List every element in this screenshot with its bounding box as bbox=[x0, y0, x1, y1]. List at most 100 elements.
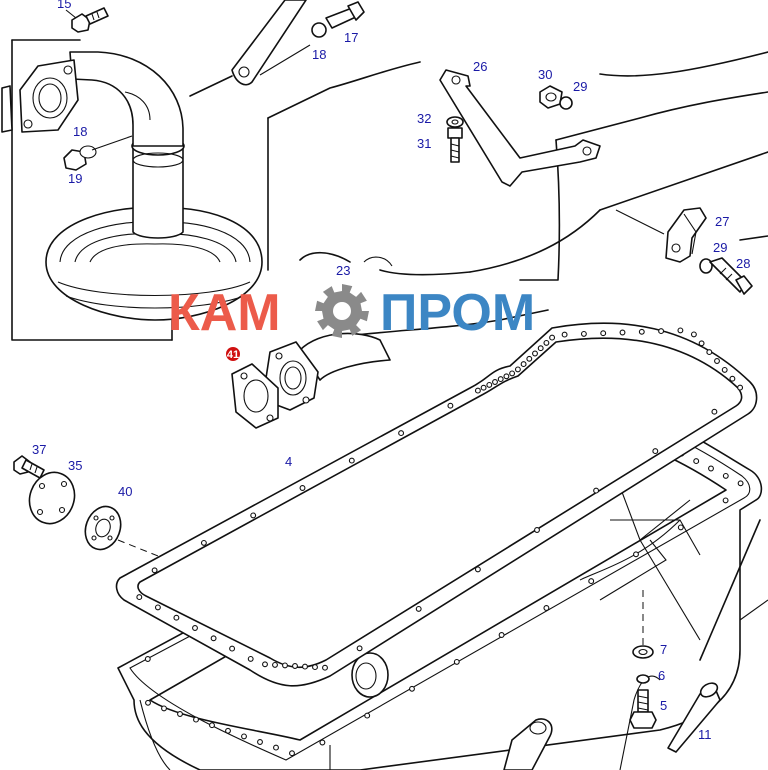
callout-30: 30 bbox=[538, 67, 552, 82]
callout-4: 4 bbox=[285, 454, 292, 469]
bolt-hole bbox=[209, 722, 215, 729]
bolt-hole bbox=[292, 663, 298, 669]
bolt-hole bbox=[273, 744, 279, 751]
bolt-hole bbox=[173, 614, 180, 621]
bolt-hole bbox=[398, 430, 405, 437]
bolt-hole bbox=[652, 448, 659, 455]
bolt-hole bbox=[312, 664, 318, 671]
callout-40: 40 bbox=[118, 484, 132, 499]
bolt-hole bbox=[177, 711, 183, 717]
bracket-26 bbox=[439, 69, 601, 187]
bolt-hole bbox=[537, 345, 544, 352]
cover-plate-35 bbox=[28, 471, 76, 525]
bolt-hole bbox=[289, 750, 295, 757]
bolt-hole bbox=[658, 328, 665, 335]
bolt-hole bbox=[729, 375, 736, 382]
bolt-hole bbox=[721, 366, 728, 373]
nut-29-clip bbox=[699, 258, 713, 274]
bolt-hole bbox=[520, 361, 527, 368]
bolt-hole bbox=[447, 402, 454, 409]
clip-27 bbox=[665, 207, 707, 263]
bolt-hole bbox=[600, 330, 607, 337]
bolt-hole bbox=[225, 727, 231, 734]
callout-26: 26 bbox=[473, 59, 487, 74]
bolt-hole bbox=[532, 350, 538, 357]
bolt-28 bbox=[709, 257, 753, 295]
bolt-hole bbox=[299, 485, 306, 491]
bolt-hole bbox=[229, 645, 236, 652]
gasket-40 bbox=[84, 505, 122, 551]
bolt-hole bbox=[534, 527, 540, 533]
bolt-hole bbox=[690, 331, 697, 338]
bolt-hole bbox=[503, 373, 510, 380]
bolt-hole bbox=[247, 655, 254, 662]
outlet-tube bbox=[265, 256, 393, 411]
bolt-hole bbox=[509, 370, 516, 377]
bolt-hole bbox=[714, 358, 720, 364]
callout-7: 7 bbox=[660, 642, 667, 657]
bolt-hole bbox=[711, 408, 718, 415]
bolt-hole bbox=[200, 539, 207, 546]
callout-19: 19 bbox=[68, 171, 82, 186]
callout-37: 37 bbox=[32, 442, 46, 457]
dipstick-tube-11 bbox=[667, 682, 721, 753]
bolt-hole bbox=[561, 331, 568, 338]
bolt-hole bbox=[492, 379, 498, 385]
bolt-hole bbox=[486, 381, 493, 388]
callout-41: 41 bbox=[227, 349, 239, 361]
detail-inset-pickup-strainer bbox=[1, 39, 269, 341]
bolt-hole bbox=[619, 329, 626, 336]
bolt-hole bbox=[514, 366, 521, 373]
bolt-hole bbox=[136, 594, 143, 601]
bolt-hole bbox=[497, 376, 504, 383]
callout-29-right: 29 bbox=[713, 240, 727, 255]
bolt-hole bbox=[698, 340, 705, 347]
callout-6: 6 bbox=[658, 668, 665, 683]
logo-word-prom: ПРОМ bbox=[380, 284, 535, 342]
bolt-hole bbox=[737, 384, 744, 391]
bolt-hole bbox=[474, 387, 481, 394]
bolt-hole bbox=[706, 349, 713, 356]
bolt-5 bbox=[629, 689, 657, 729]
callout-11: 11 bbox=[698, 727, 712, 742]
bolt-hole bbox=[526, 355, 533, 362]
bolt-hole bbox=[415, 605, 422, 612]
gear-icon bbox=[315, 284, 369, 338]
bolt-hole bbox=[737, 480, 744, 487]
bolt-hole bbox=[543, 605, 550, 611]
bolt-15 bbox=[71, 7, 109, 33]
bolt-hole bbox=[210, 635, 217, 642]
bolt-hole bbox=[453, 658, 460, 665]
bolt-hole bbox=[356, 645, 363, 652]
callout-18-top: 18 bbox=[312, 47, 326, 62]
bolt-hole bbox=[677, 327, 684, 334]
gasket-4-holes bbox=[136, 327, 744, 671]
bolt-hole bbox=[282, 662, 288, 669]
bolt-hole bbox=[250, 512, 257, 519]
callout-15: 15 bbox=[57, 0, 71, 11]
bolt-hole bbox=[677, 524, 684, 531]
bolt-hole bbox=[151, 567, 158, 574]
callout-18-inset: 18 bbox=[73, 124, 87, 139]
bolt-hole bbox=[633, 551, 639, 558]
bolt-hole bbox=[588, 578, 595, 585]
callout-29-top: 29 bbox=[573, 79, 587, 94]
logo-word-kam: КАМ bbox=[168, 284, 281, 342]
bolt-hole bbox=[145, 699, 151, 706]
bolt-hole bbox=[593, 487, 600, 494]
bolt-hole bbox=[722, 497, 729, 504]
callout-17: 17 bbox=[344, 30, 358, 45]
callout-23: 23 bbox=[336, 263, 350, 278]
bolt-31 bbox=[447, 127, 463, 163]
callout-labels: 15 17 18 18 19 26 30 29 32 31 27 29 28 2… bbox=[32, 0, 750, 742]
washer-6 bbox=[636, 674, 650, 684]
bolt-37 bbox=[13, 455, 45, 479]
washer-32 bbox=[446, 116, 464, 128]
bolt-hole bbox=[193, 716, 199, 723]
bolt-hole bbox=[144, 656, 151, 662]
nut-30 bbox=[539, 85, 573, 110]
bolt-hole bbox=[543, 339, 550, 346]
bolt-hole bbox=[319, 739, 326, 746]
bolt-hole bbox=[161, 705, 167, 712]
